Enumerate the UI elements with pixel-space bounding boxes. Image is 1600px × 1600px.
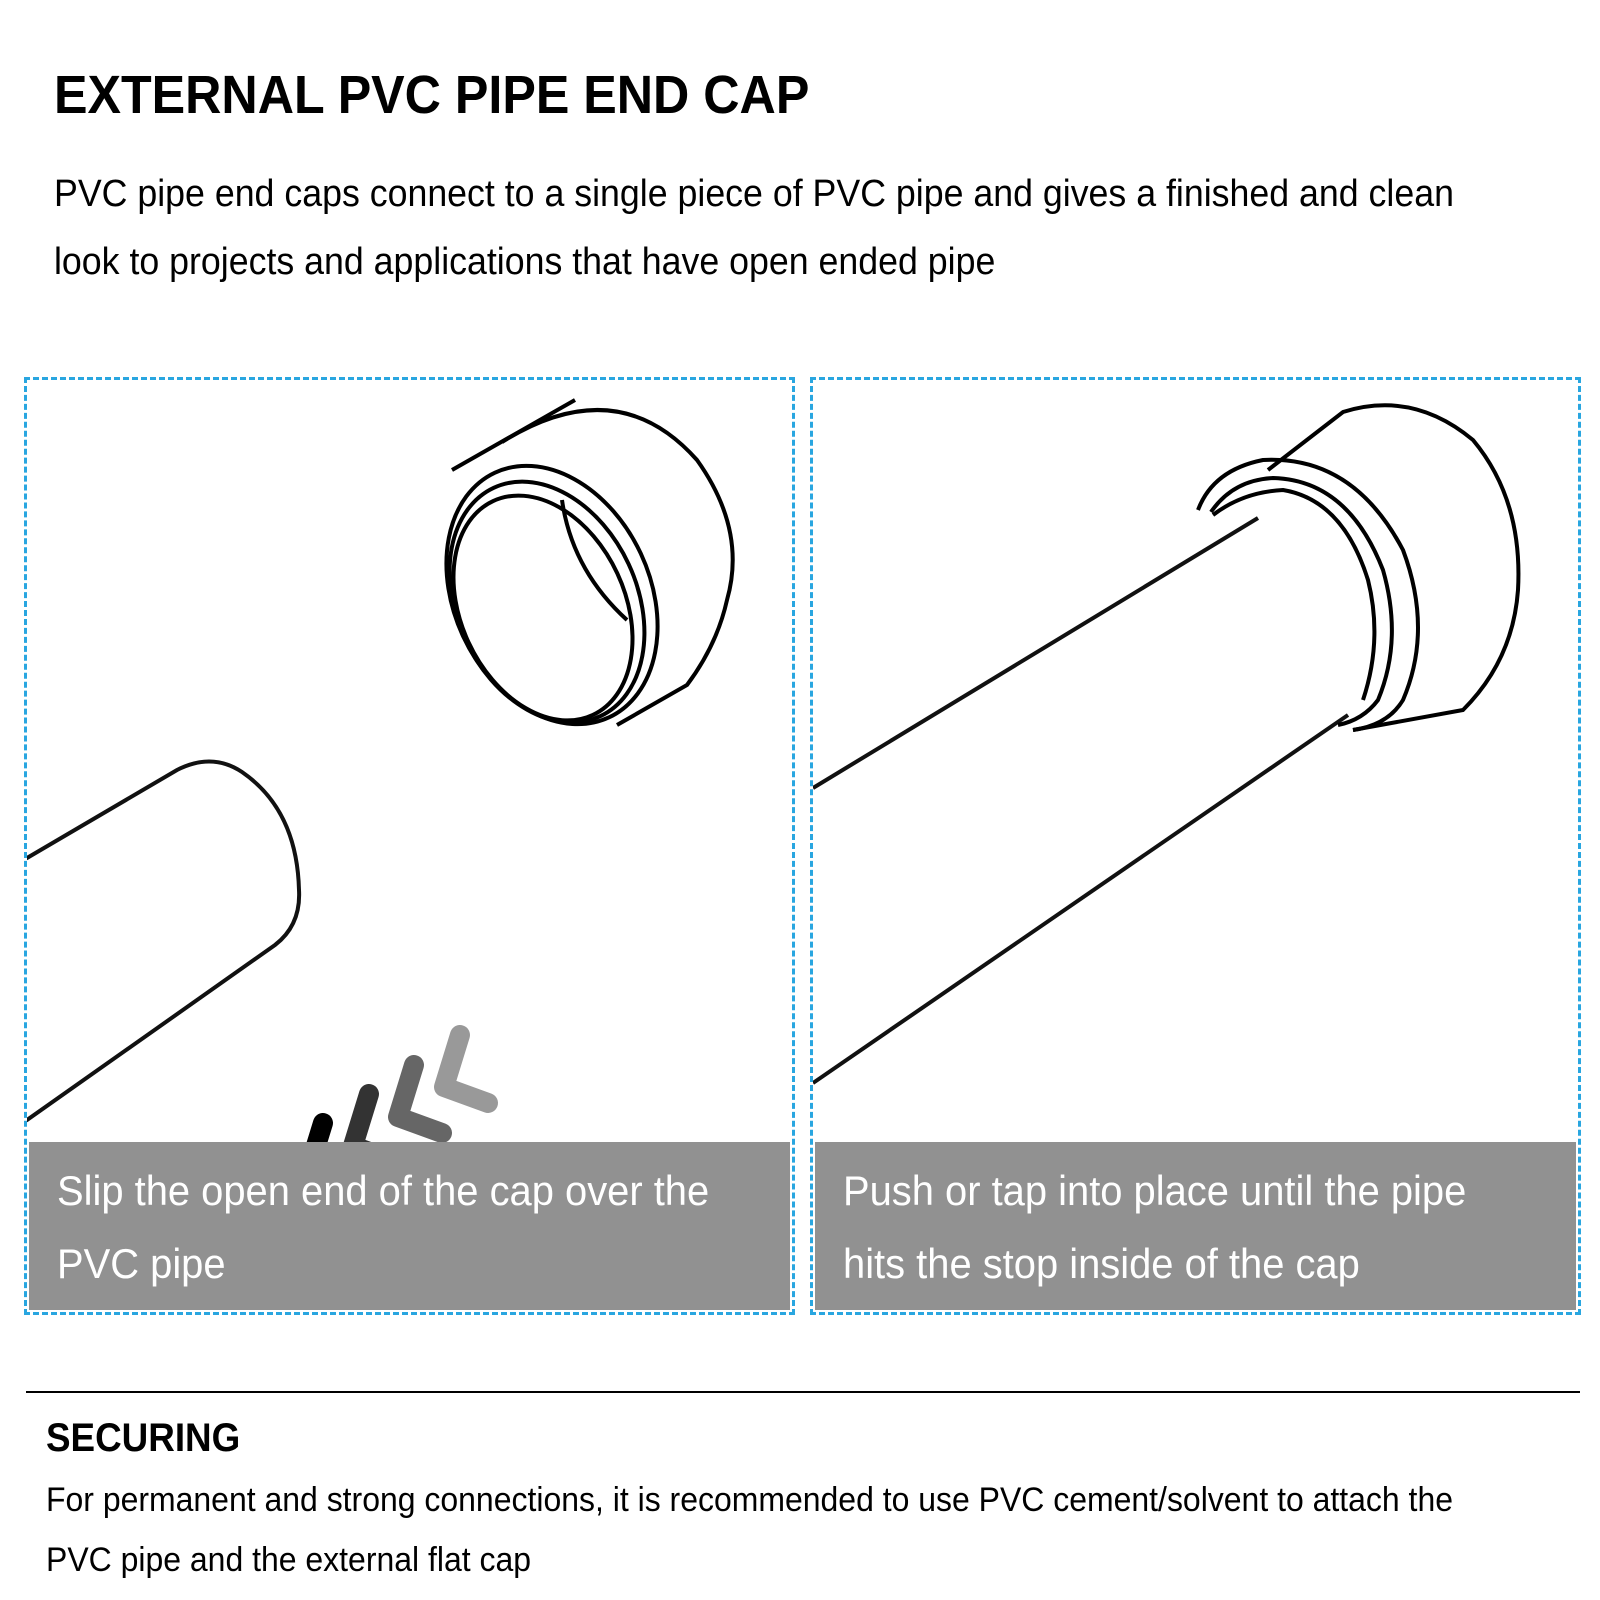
pipe-icon [27, 759, 302, 1122]
step-2-caption: Push or tap into place until the pipe hi… [815, 1142, 1576, 1310]
end-cap-icon [1196, 403, 1521, 732]
step-2-caption-text: Push or tap into place until the pipe hi… [843, 1167, 1467, 1287]
pipe-and-cap-illustration [27, 398, 735, 1201]
pipe-icon [813, 516, 1350, 1085]
section-divider [26, 1391, 1580, 1393]
step-1-caption: Slip the open end of the cap over the PV… [29, 1142, 790, 1310]
step-1-caption-text: Slip the open end of the cap over the PV… [57, 1167, 710, 1287]
end-cap-icon [444, 398, 735, 727]
securing-body: For permanent and strong connections, it… [46, 1481, 1453, 1579]
pipe-inserted-illustration [813, 403, 1521, 1085]
step-2-panel: Push or tap into place until the pipe hi… [810, 377, 1581, 1315]
page-title: EXTERNAL PVC PIPE END CAP [54, 65, 810, 125]
intro-text: PVC pipe end caps connect to a single pi… [54, 173, 1454, 283]
securing-title: SECURING [46, 1416, 241, 1460]
step-1-panel: Slip the open end of the cap over the PV… [24, 377, 795, 1315]
